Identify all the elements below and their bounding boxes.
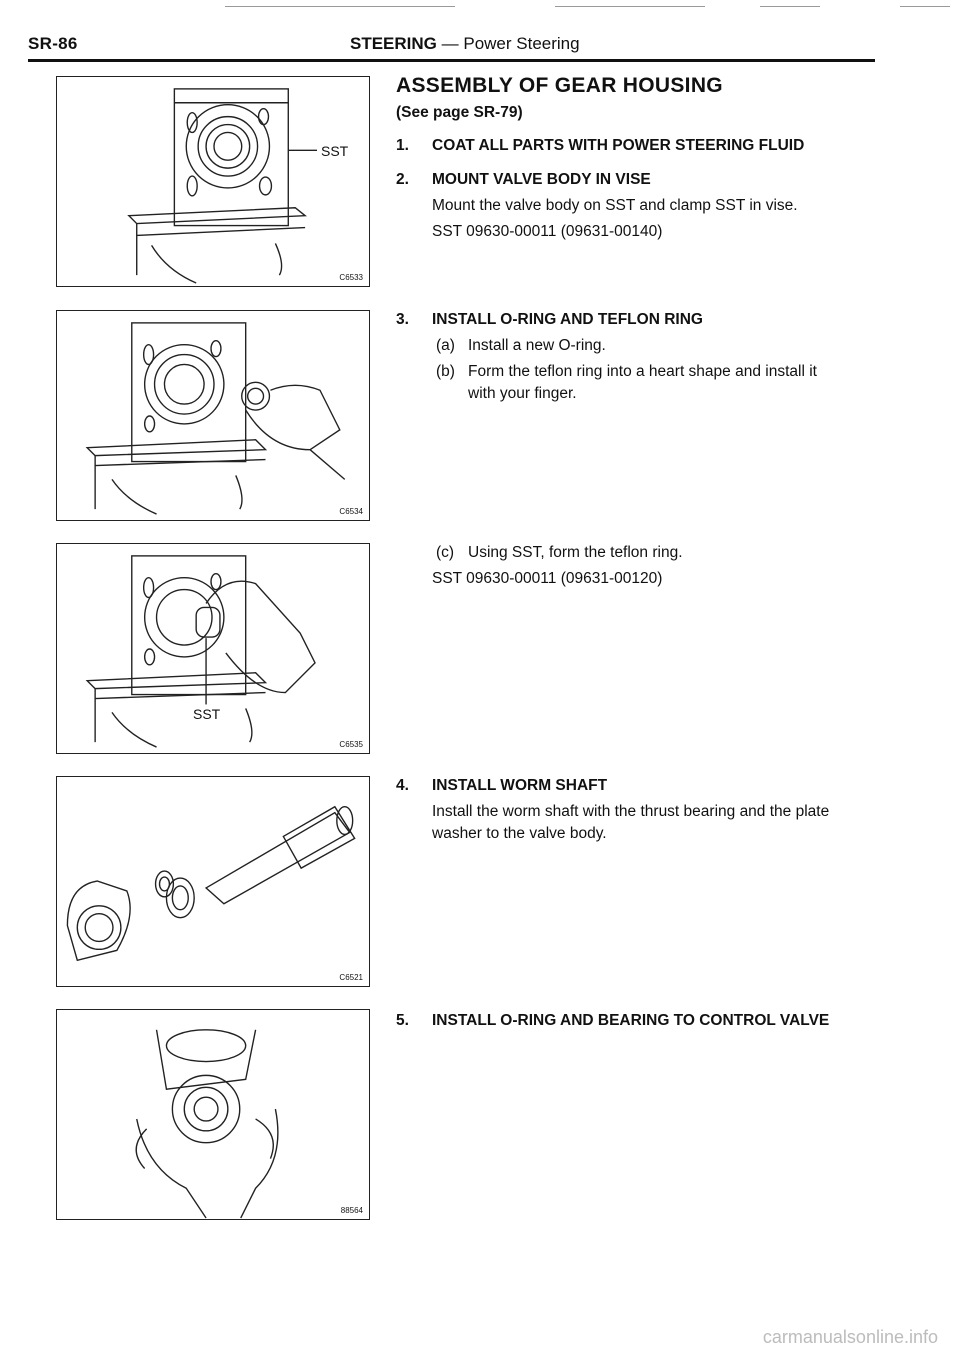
step-number: 1. <box>396 137 409 154</box>
step-heading: INSTALL O-RING AND BEARING TO CONTROL VA… <box>432 1012 830 1029</box>
section-title: STEERING — Power Steering <box>350 34 580 54</box>
step-3c-label: (c) <box>436 544 455 561</box>
figure-form-teflon-ring-sst: SST C6535 <box>56 543 370 754</box>
step-3c-text: Using SST, form the teflon ring. <box>468 544 683 561</box>
step-4-text: Install the worm shaft with the thrust b… <box>432 803 830 820</box>
scan-artifact-line <box>555 6 705 7</box>
section-title-rest: — Power Steering <box>441 34 580 53</box>
scan-artifact-line <box>900 6 950 7</box>
illustration-bearing-hands <box>135 1029 279 1219</box>
step-3a-label: (a) <box>436 337 455 354</box>
step-3a-text: Install a new O-ring. <box>468 337 606 354</box>
figure-worm-shaft: C6521 <box>56 776 370 987</box>
illustration-sst-teflon-ring <box>85 555 316 748</box>
sst-callout: SST <box>321 143 349 159</box>
scan-artifact-line <box>225 6 455 7</box>
step-3b-text-cont: with your finger. <box>468 385 577 402</box>
step-4-text-cont: washer to the valve body. <box>432 825 607 842</box>
step-number: 5. <box>396 1012 409 1029</box>
illustration-vise-sst <box>127 88 318 284</box>
step-3b-label: (b) <box>436 363 455 380</box>
header-rule <box>28 59 875 62</box>
figure-code: 88564 <box>340 1206 363 1215</box>
step-number: 3. <box>396 311 409 328</box>
step-number: 2. <box>396 171 409 188</box>
page-title: ASSEMBLY OF GEAR HOUSING <box>396 74 723 97</box>
step-number: 4. <box>396 777 409 794</box>
figure-code: C6534 <box>339 507 363 516</box>
step-2-text: Mount the valve body on SST and clamp SS… <box>432 197 798 214</box>
step-heading: MOUNT VALVE BODY IN VISE <box>432 171 651 188</box>
watermark-text: carmanualsonline.info <box>762 1327 938 1347</box>
figure-code: C6521 <box>339 973 363 982</box>
figure-code: C6533 <box>339 273 363 282</box>
illustration-hand-teflon-ring <box>85 322 346 515</box>
sst-callout: SST <box>193 706 221 722</box>
section-title-bold: STEERING <box>350 34 437 53</box>
step-heading: INSTALL WORM SHAFT <box>432 777 608 794</box>
step-2-sst: SST 09630-00011 (09631-00140) <box>432 223 663 240</box>
page-reference: (See page SR-79) <box>396 104 523 121</box>
figure-oring-bearing: 88564 <box>56 1009 370 1220</box>
figure-code: C6535 <box>339 740 363 749</box>
scan-artifact-line <box>760 6 820 7</box>
figure-valve-body-in-vise: SST C6533 <box>56 76 370 287</box>
step-3c-sst: SST 09630-00011 (09631-00120) <box>432 570 663 587</box>
page-code: SR-86 <box>28 34 78 53</box>
step-3b-text: Form the teflon ring into a heart shape … <box>468 363 817 380</box>
step-heading: INSTALL O-RING AND TEFLON RING <box>432 311 703 328</box>
step-heading: COAT ALL PARTS WITH POWER STEERING FLUID <box>432 137 805 154</box>
figure-install-teflon-ring: C6534 <box>56 310 370 521</box>
illustration-worm-shaft-bearing <box>66 805 356 962</box>
